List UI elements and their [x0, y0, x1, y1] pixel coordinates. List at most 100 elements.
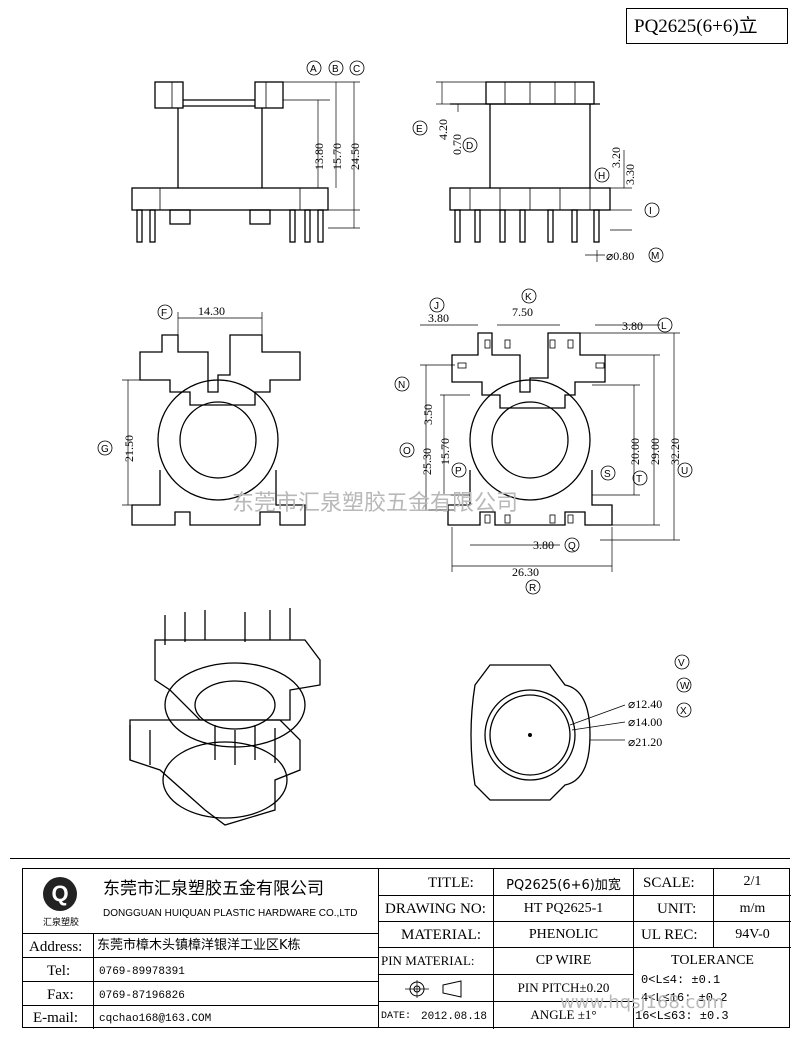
material-label: MATERIAL: [401, 927, 481, 943]
callout-U: U [677, 462, 693, 478]
callout-M: M [648, 247, 664, 263]
svg-text:H: H [598, 171, 605, 182]
callout-F: F [157, 304, 173, 320]
model-label-box [626, 8, 788, 44]
callout-V: V [674, 654, 690, 670]
company-logo: Q 汇泉塑胶 [35, 875, 87, 928]
email-label: E-mail: [33, 1010, 78, 1026]
svg-text:O: O [403, 446, 411, 457]
top-flange-right [254, 81, 284, 109]
date-label: DATE: [381, 1011, 412, 1022]
logo-caption: 汇泉塑胶 [42, 918, 79, 928]
title-label: TITLE: [428, 875, 474, 891]
svg-text:C: C [353, 64, 360, 75]
dim-3-80-q: 3.80 [533, 538, 554, 552]
svg-text:J: J [434, 301, 439, 312]
svg-text:E: E [416, 124, 423, 135]
tolerance-label: TOLERANCE [671, 953, 754, 968]
fax-value: 0769-87196826 [99, 990, 185, 1002]
dim-7-50: 7.50 [512, 305, 533, 319]
isometric-view [129, 608, 321, 826]
dim-13-80: 13.80 [312, 143, 326, 170]
callout-I: I [644, 202, 660, 218]
dim-24-50: 24.50 [348, 143, 362, 170]
callout-D: D [462, 137, 478, 153]
svg-text:M: M [651, 251, 659, 262]
pin-material-label: PIN MATERIAL: [381, 953, 475, 968]
unit-value: m/m [739, 901, 766, 916]
dim-29-00: 29.00 [648, 438, 662, 465]
callout-O: O [399, 442, 415, 458]
pin-material-value: CP WIRE [535, 953, 592, 968]
front-view: 13.80 15.70 24.50 [131, 81, 362, 243]
callout-P: P [451, 462, 467, 478]
dim-pin-diameter: ⌀0.80 [606, 249, 634, 263]
callout-X: X [676, 702, 692, 718]
svg-text:W: W [680, 681, 690, 692]
tel-value: 0769-89978391 [99, 966, 185, 978]
unit-label: UNIT: [657, 901, 697, 917]
dim-21-20: ⌀21.20 [628, 735, 662, 749]
svg-text:Q: Q [568, 541, 576, 552]
title-block: Q 汇泉塑胶 东莞市汇泉塑胶五金有限公司 DONGGUAN HUIQUAN PL… [22, 868, 791, 1029]
address-label: Address: [29, 939, 83, 955]
svg-text:N: N [398, 380, 405, 391]
svg-text:P: P [455, 466, 462, 477]
callout-G: G [97, 440, 113, 456]
dim-21-50: 21.50 [122, 435, 136, 462]
svg-text:S: S [604, 469, 611, 480]
svg-text:X: X [680, 706, 687, 717]
title-block-frame [10, 858, 790, 1044]
svg-text:F: F [161, 308, 167, 319]
angle: ANGLE ±1° [530, 1007, 597, 1022]
svg-text:I: I [649, 206, 652, 217]
top-view-left: 14.30 21.50 [122, 304, 306, 526]
callout-Q: Q [564, 537, 580, 553]
callout-H: H [594, 167, 610, 183]
bottom-view: ⌀12.40 ⌀14.00 ⌀21.20 [470, 664, 662, 801]
dim-26-30: 26.30 [512, 565, 539, 579]
date-value: 2012.08.18 [421, 1011, 488, 1023]
scale-label: SCALE: [643, 875, 695, 891]
callout-J: J [429, 297, 445, 313]
watermark-url: www.hqsj168.com [560, 992, 724, 1013]
dim-14-00: ⌀14.00 [628, 715, 662, 729]
top-view-right: 3.80 7.50 3.80 3.50 25.30 15.70 20.00 29… [420, 305, 682, 579]
fax-label: Fax: [47, 987, 74, 1003]
svg-text:V: V [678, 658, 685, 669]
callout-S: S [600, 465, 616, 481]
title-value: PQ2625(6+6)加宽 [506, 878, 621, 893]
callout-markers: A B C E D H I M F G J K L N O P S T U Q … [97, 60, 693, 718]
pin-pitch: PIN PITCH±0.20 [517, 980, 610, 995]
tel-label: Tel: [47, 963, 71, 979]
scale-value: 2/1 [743, 874, 762, 889]
watermark-company: 东莞市汇泉塑胶五金有限公司 [232, 491, 519, 516]
company-name-en: DONGGUAN HUIQUAN PLASTIC HARDWARE CO.,LT… [103, 908, 358, 919]
drawing-no-value: HT PQ2625-1 [523, 901, 604, 916]
callout-B: B [328, 60, 344, 76]
top-flange-left [154, 81, 184, 109]
svg-text:G: G [101, 444, 109, 455]
callout-C: C [349, 60, 365, 76]
dim-32-20: 32.20 [668, 438, 682, 465]
company-name-cn: 东莞市汇泉塑胶五金有限公司 [103, 879, 324, 899]
callout-E: E [412, 120, 428, 136]
svg-text:L: L [661, 321, 667, 332]
callout-A: A [306, 60, 322, 76]
email-value: cqchao168@163.COM [99, 1013, 212, 1025]
tolerance-row-3: 16<L≤63: ±0.3 [635, 1009, 729, 1023]
svg-text:U: U [681, 466, 688, 477]
address-value: 东莞市樟木头镇樟洋银洋工业区K栋 [97, 938, 301, 953]
svg-text:K: K [525, 292, 532, 303]
svg-text:T: T [636, 474, 642, 485]
dim-3-20: 3.20 [609, 147, 623, 168]
dim-15-70-a: 15.70 [330, 143, 344, 170]
dim-0-70: 0.70 [450, 134, 464, 155]
dim-25-30: 25.30 [420, 448, 434, 475]
dim-3-80-j: 3.80 [428, 311, 449, 325]
drawing-no-label: DRAWING NO: [385, 901, 486, 917]
svg-text:D: D [466, 141, 473, 152]
tolerance-row-2: 4<L≤16: ±0.2 [641, 991, 728, 1005]
dim-12-40: ⌀12.40 [628, 697, 662, 711]
dim-15-70-b: 15.70 [438, 438, 452, 465]
